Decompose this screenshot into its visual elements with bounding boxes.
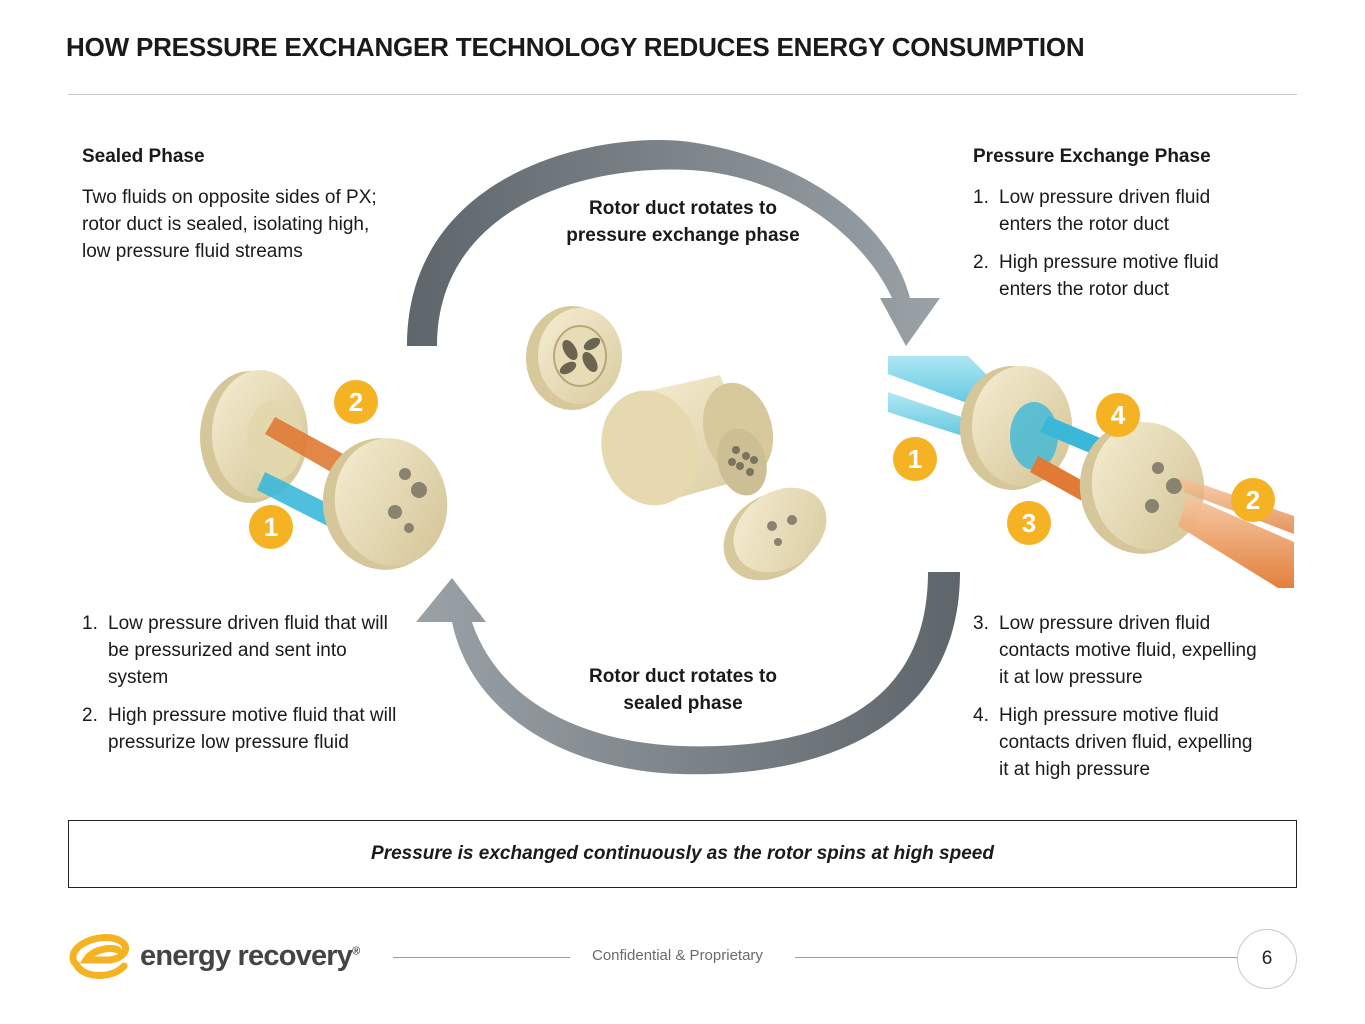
exchange-phase-illustration	[888, 356, 1294, 588]
end-cover-right	[723, 487, 827, 581]
list-item: 1.Low pressure driven fluid enters the r…	[973, 187, 1211, 235]
left-badge-1: 1	[249, 505, 293, 549]
list-item: 2.High pressure motive fluid that will p…	[82, 705, 397, 753]
rotate-to-sealed-label: Rotor duct rotates to sealed phase	[589, 666, 777, 714]
list-item: 4.High pressure motive fluid contacts dr…	[973, 705, 1253, 780]
rotor-cylinder	[601, 375, 774, 506]
energy-recovery-logo-icon	[69, 934, 129, 979]
sealed-phase-illustration	[200, 370, 448, 570]
arrow-bottom-curve	[416, 572, 960, 775]
right-badge-1: 1	[893, 437, 937, 481]
sealed-phase-list: 1.Low pressure driven fluid that will be…	[82, 610, 402, 767]
end-cover-left	[526, 306, 622, 410]
title-divider	[68, 94, 1297, 95]
right-badge-4: 4	[1096, 393, 1140, 437]
exchange-phase-list-bottom: 3.Low pressure driven fluid contacts mot…	[973, 610, 1263, 794]
list-item: 3.Low pressure driven fluid contacts mot…	[973, 613, 1257, 688]
summary-callout-text: Pressure is exchanged continuously as th…	[371, 843, 994, 864]
footer-rule-left	[393, 957, 570, 958]
exchange-phase-list-top: 1.Low pressure driven fluid enters the r…	[973, 184, 1263, 314]
brand-wordmark: energy recovery®	[140, 940, 360, 972]
right-badge-2: 2	[1231, 478, 1275, 522]
arrow-top-curve	[407, 140, 940, 346]
left-badge-2: 2	[334, 380, 378, 424]
sealed-phase-description: Two fluids on opposite sides of PX; roto…	[82, 187, 377, 262]
list-item: 2.High pressure motive fluid enters the …	[973, 252, 1219, 300]
sealed-phase-heading: Sealed Phase	[82, 146, 205, 167]
page-title: HOW PRESSURE EXCHANGER TECHNOLOGY REDUCE…	[66, 32, 1085, 62]
list-item: 1.Low pressure driven fluid that will be…	[82, 613, 388, 688]
right-badge-3: 3	[1007, 501, 1051, 545]
footer-rule-right	[795, 957, 1237, 958]
page-number: 6	[1237, 929, 1297, 989]
confidential-label: Confidential & Proprietary	[592, 947, 763, 964]
exchange-phase-heading: Pressure Exchange Phase	[973, 146, 1211, 167]
summary-callout: Pressure is exchanged continuously as th…	[68, 820, 1297, 888]
rotor-exploded-illustration	[526, 306, 827, 581]
rotate-to-exchange-label: Rotor duct rotates to pressure exchange …	[566, 198, 800, 246]
rotation-arrows-graphic	[407, 140, 960, 775]
